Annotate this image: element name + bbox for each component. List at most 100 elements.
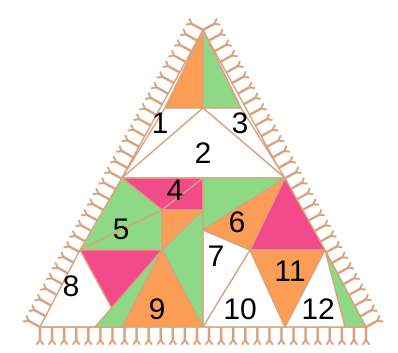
tassel-29 <box>203 24 214 30</box>
tassel-fork <box>185 340 188 344</box>
region-label-1: 1 <box>152 107 169 140</box>
region-label-4: 4 <box>167 174 184 207</box>
tassel-56 <box>360 310 371 316</box>
tassel-fork <box>29 310 34 311</box>
tassel-fork <box>100 340 103 344</box>
colored-pieces <box>40 30 366 327</box>
tassel-fork <box>261 109 266 110</box>
tassel-fork <box>255 98 260 99</box>
tassel-fork <box>146 98 151 99</box>
tassel-fork <box>214 24 219 25</box>
tassel-fork <box>64 340 67 344</box>
tassel-fork <box>273 130 278 131</box>
tassel-16 <box>98 193 109 199</box>
tassel-50 <box>325 246 336 252</box>
tassel-fork <box>308 193 313 194</box>
tassel-44 <box>290 183 301 189</box>
region-label-7: 7 <box>208 240 225 273</box>
tassel-fork <box>366 300 371 301</box>
tassel-fork <box>360 289 365 290</box>
tassel-48 <box>314 225 325 231</box>
tassel-fork <box>161 340 164 344</box>
tassel-42 <box>279 162 290 168</box>
tassel-fork <box>233 340 236 344</box>
tassel-fork <box>163 66 168 67</box>
tassel-2 <box>180 45 191 51</box>
tassel-fork <box>105 172 110 173</box>
tassel-5 <box>162 77 173 83</box>
tassel-fork <box>269 340 272 344</box>
region-label-11: 11 <box>274 255 305 288</box>
tassel-fork <box>318 340 321 344</box>
tassel-fork <box>24 321 29 322</box>
tassel-fork <box>128 130 133 131</box>
tassel-43 <box>285 172 296 178</box>
tassel-fork <box>175 45 180 46</box>
tassel-3 <box>174 56 185 62</box>
tassel-fork <box>88 204 93 205</box>
tassel-fork <box>372 310 377 311</box>
tassel-fork <box>302 183 307 184</box>
tassel-fork <box>249 87 254 88</box>
tassel-30 <box>209 34 220 40</box>
tassel-28 <box>29 321 40 327</box>
tassel-fork <box>158 77 163 78</box>
tassel-fork <box>354 278 359 279</box>
tassel-fork <box>354 340 357 344</box>
tassel-12 <box>122 151 133 157</box>
tassel-17 <box>93 204 104 210</box>
tassel-fork <box>296 172 301 173</box>
tassel-fork <box>209 340 212 344</box>
tassel-fork <box>64 246 69 247</box>
tassel-38 <box>255 119 266 125</box>
tassel-fork <box>76 340 79 344</box>
region-label-6: 6 <box>229 206 246 239</box>
tassel-fork <box>169 56 174 57</box>
region-label-3: 3 <box>232 107 249 140</box>
tassel-14 <box>110 172 121 178</box>
tassel-13 <box>116 162 127 168</box>
tassel-fork <box>181 34 186 35</box>
tassel-fork <box>267 119 272 120</box>
tassel-fork <box>47 278 52 279</box>
tassel-9 <box>139 119 150 125</box>
tassel-31 <box>215 45 226 51</box>
tassel-fork <box>319 215 324 216</box>
tassel-fork <box>70 236 75 237</box>
tassel-27 <box>34 310 45 316</box>
tassel-40 <box>267 140 278 146</box>
tassel-fork <box>377 321 382 322</box>
tassel-7 <box>151 98 162 104</box>
tassel-fork <box>123 140 128 141</box>
tassel-fork <box>330 340 333 344</box>
tassel-15 <box>104 183 115 189</box>
tassel-fork <box>342 257 347 258</box>
region-label-8: 8 <box>63 270 80 303</box>
tassel-fork <box>313 204 318 205</box>
tassel-fork <box>82 215 87 216</box>
tassel-fork <box>99 183 104 184</box>
tassel-fork <box>173 340 176 344</box>
tassel-fork <box>149 340 152 344</box>
tassel-37 <box>250 109 261 115</box>
top-right-green-piece <box>203 30 241 108</box>
tassel-fork <box>117 151 122 152</box>
tassel-fork <box>244 77 249 78</box>
tassel-fork <box>348 268 353 269</box>
tassel-fork <box>290 162 295 163</box>
tassel-fork <box>125 340 128 344</box>
tassel-fork <box>53 268 58 269</box>
tassel-fork <box>281 340 284 344</box>
tassel-fork <box>59 257 64 258</box>
tassel-fork <box>220 34 225 35</box>
tassel-53 <box>343 278 354 284</box>
tassel-fork <box>52 340 55 344</box>
tassel-47 <box>308 215 319 221</box>
tassel-fork <box>284 151 289 152</box>
tassel-fork <box>134 119 139 120</box>
tassel-4 <box>168 66 179 72</box>
tassel-fork <box>306 340 309 344</box>
tassel-fork <box>197 340 200 344</box>
